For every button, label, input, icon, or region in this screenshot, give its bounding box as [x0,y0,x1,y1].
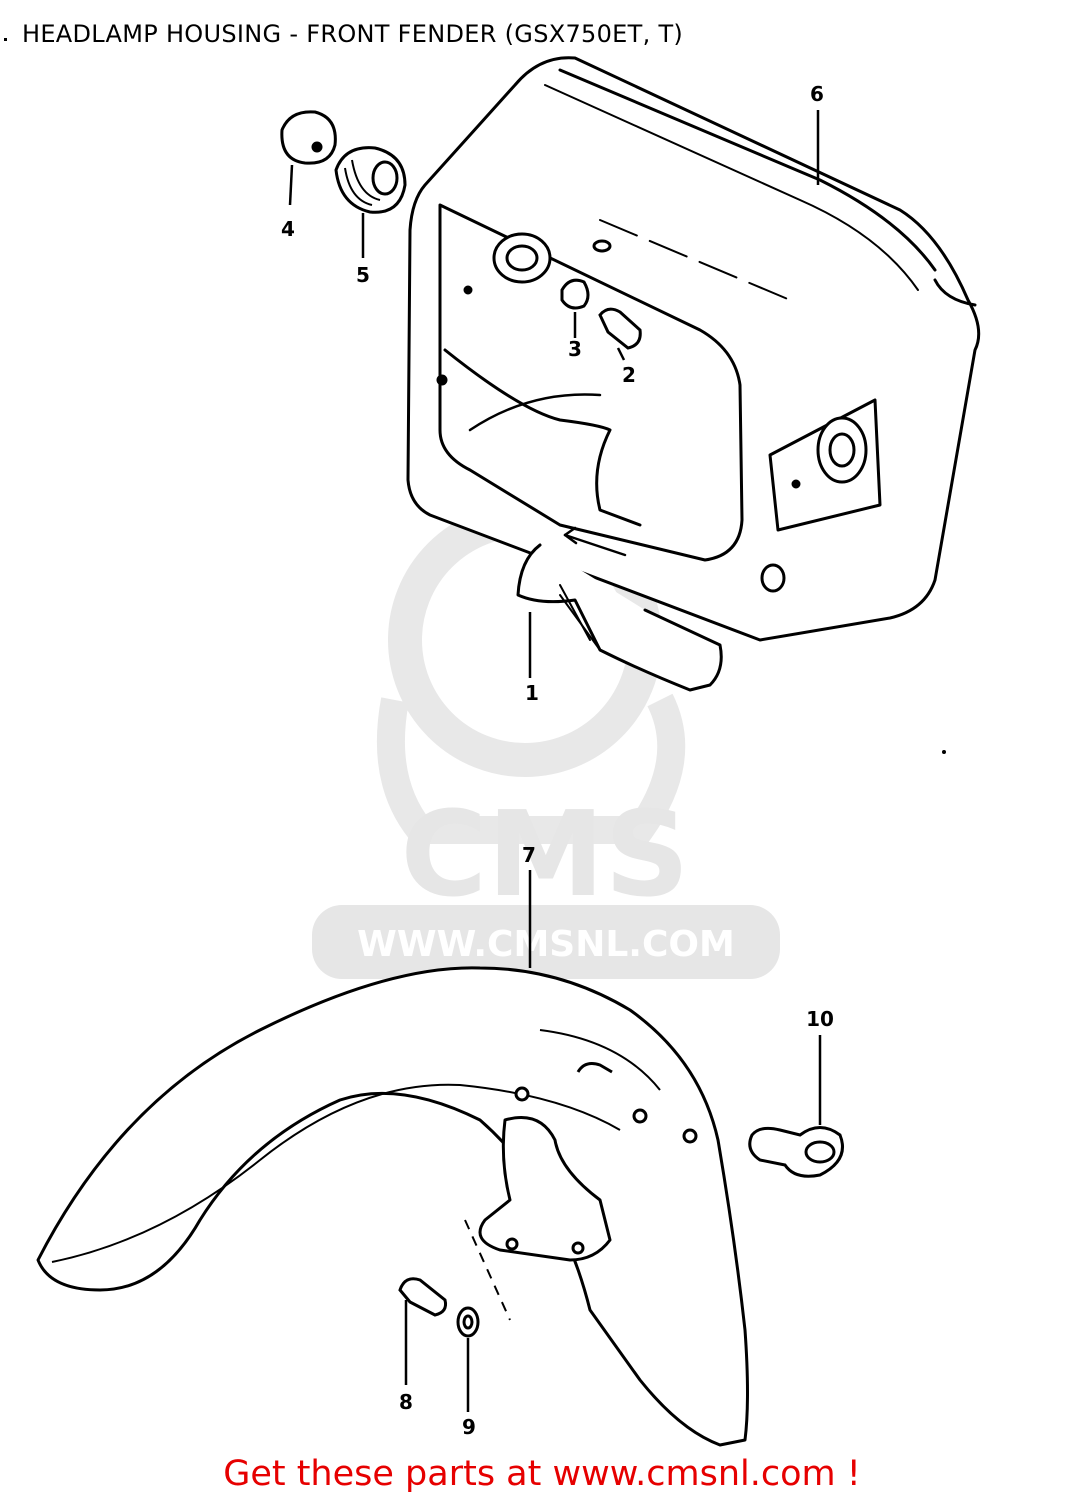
part-8-bolt [398,1277,447,1317]
callout-1: 1 [525,681,539,705]
callout-9: 9 [462,1415,476,1439]
callout-8: 8 [399,1390,413,1414]
watermark-mascot-body [376,693,686,844]
part-10-clamp [748,1126,844,1178]
callout-4: 4 [281,217,295,241]
callout-6: 6 [810,82,824,106]
cms-watermark: CMS WWW.CMSNL.COM [312,503,780,979]
callout-labels: 1 2 3 4 5 6 7 8 9 10 [281,82,834,1439]
part-5-rubber-cap [334,146,407,214]
part-4-grommet [280,110,337,165]
leader-lines [288,110,822,1412]
front-fender [36,966,749,1447]
callout-10: 10 [806,1007,834,1031]
leader-line-2 [616,347,626,361]
callout-5: 5 [356,263,370,287]
callout-2: 2 [622,363,636,387]
callout-7: 7 [522,843,536,867]
part-2-bolt [598,307,642,350]
part-3-nut [560,278,590,310]
part-9-washer [456,1306,480,1338]
diagram-title: HEADLAMP HOUSING - FRONT FENDER (GSX750E… [22,20,684,48]
watermark-banner [312,905,780,979]
watermark-brand: CMS [400,785,689,923]
callout-3: 3 [568,337,582,361]
stray-dot [942,750,946,754]
footer-promo[interactable]: Get these parts at www.cmsnl.com ! [223,1454,861,1494]
headlamp-housing [406,56,981,692]
watermark-url: WWW.CMSNL.COM [357,924,735,965]
corner-mark [4,38,7,41]
leader-line-4 [288,164,294,206]
